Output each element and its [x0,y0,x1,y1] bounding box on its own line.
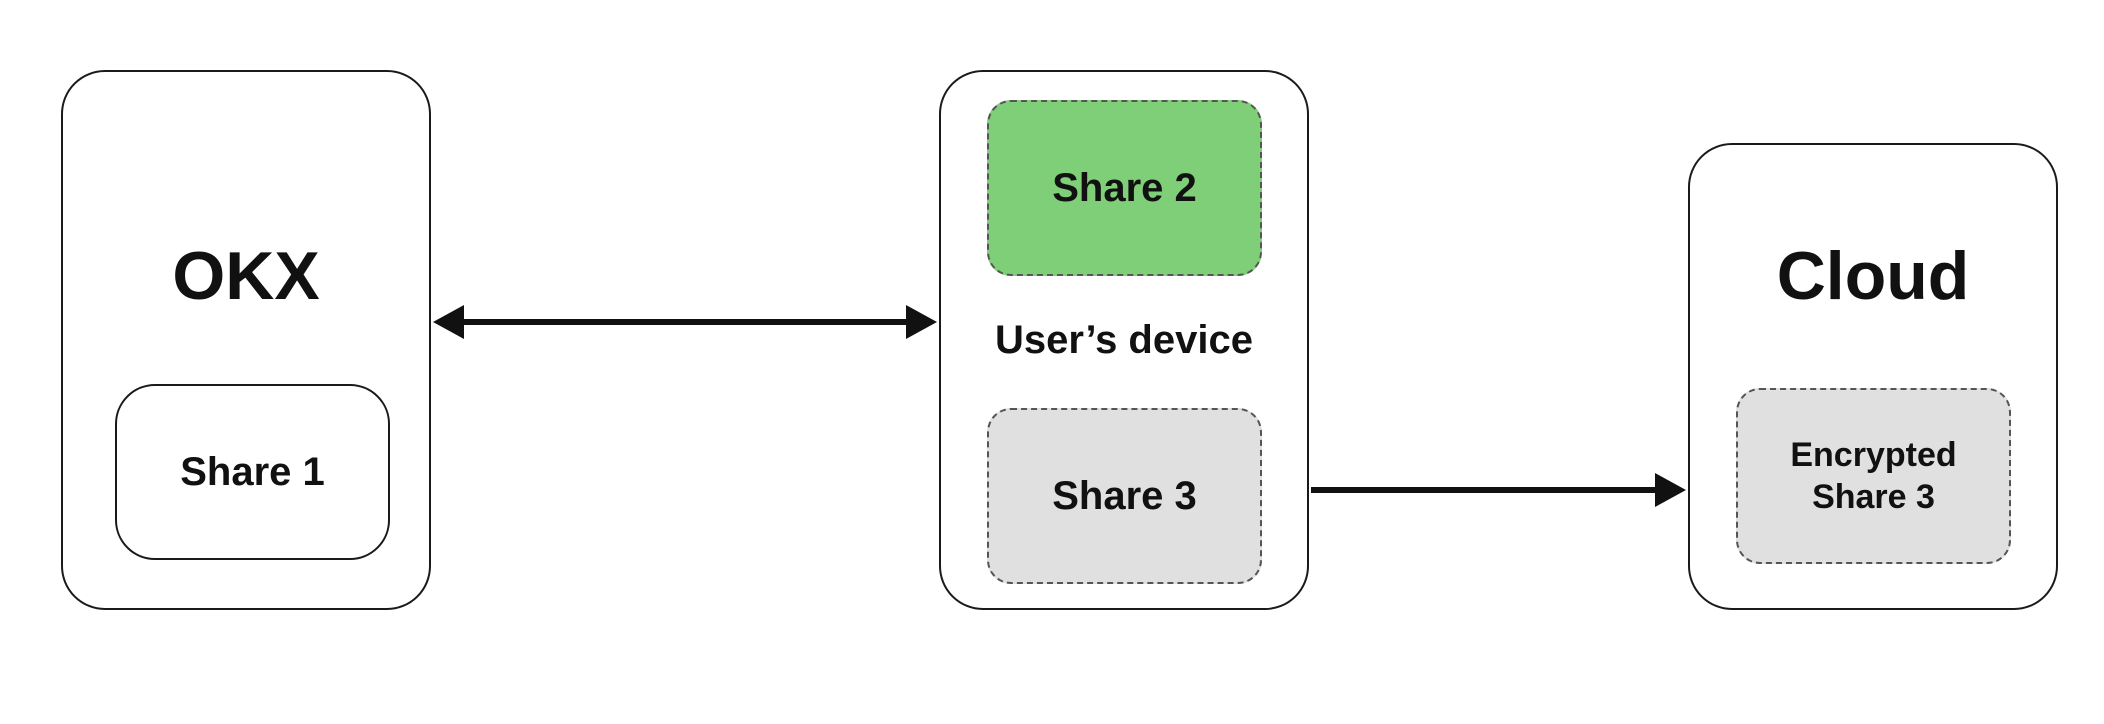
device-title: User’s device [995,318,1253,362]
share-2-label: Share 2 [1052,165,1197,210]
share-1-box: Share 1 [115,384,390,560]
okx-title: OKX [172,238,320,314]
cloud-node: Cloud Encrypted Share 3 [1688,143,2058,610]
device-node: Share 2 User’s device Share 3 [939,70,1309,610]
share-3-box: Share 3 [987,408,1262,584]
bidirectional-arrow [433,305,937,339]
cloud-title: Cloud [1776,238,1970,314]
encrypted-share-line-2: Share 3 [1812,478,1935,516]
share-1-label: Share 1 [180,449,325,494]
arrowhead-cloud-icon [1655,473,1686,507]
encrypted-share-3-box: Encrypted Share 3 [1736,388,2011,564]
arrowhead-left-icon [433,305,464,339]
share-3-label: Share 3 [1052,473,1197,518]
share-2-box: Share 2 [987,100,1262,276]
encrypted-share-line-1: Encrypted [1790,436,1957,474]
okx-node: OKX Share 1 [61,70,431,610]
arrowhead-right-icon [906,305,937,339]
device-cloud-arrow [1311,473,1686,507]
